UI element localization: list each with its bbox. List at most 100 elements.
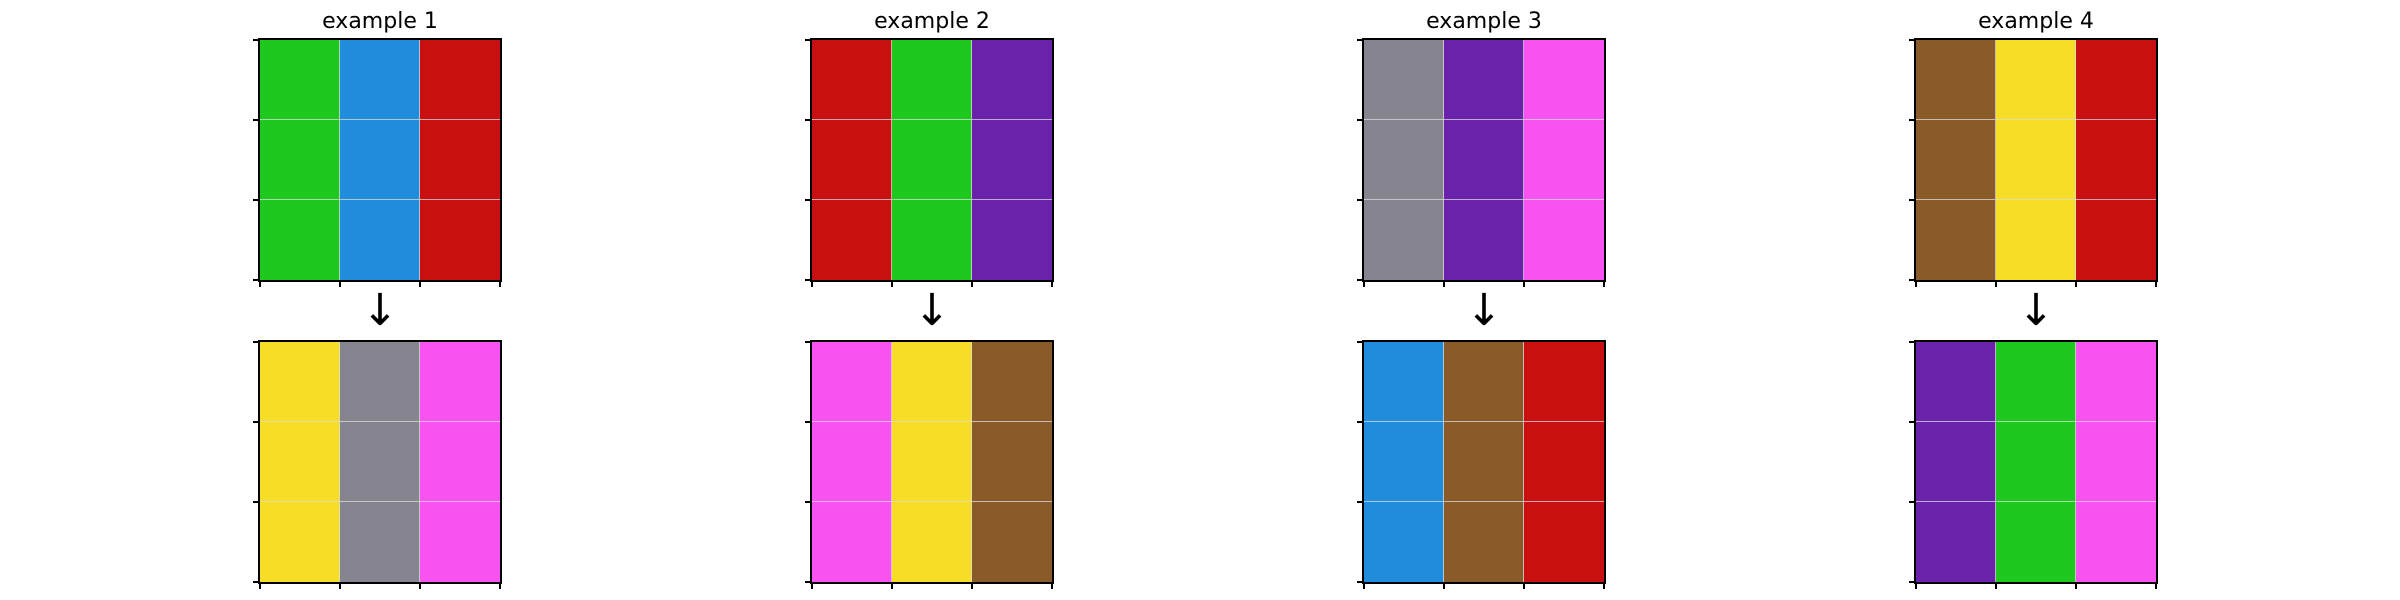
grid-cell-blue bbox=[340, 40, 420, 120]
x-axis-tick bbox=[811, 281, 813, 287]
grid-cell-yellow bbox=[260, 342, 340, 422]
y-axis-tick bbox=[1909, 581, 1915, 583]
grid-cell-purple bbox=[1444, 120, 1524, 200]
grid-cell-purple bbox=[972, 200, 1052, 280]
x-axis-tick bbox=[2075, 583, 2077, 589]
example-title: example 1 bbox=[322, 9, 438, 34]
example-title: example 3 bbox=[1426, 9, 1542, 34]
grid-cell-magenta bbox=[2076, 422, 2156, 502]
grid-cell-green bbox=[892, 40, 972, 120]
grid-cell-magenta bbox=[1524, 200, 1604, 280]
grid-cell-brown bbox=[1916, 40, 1996, 120]
x-axis-tick bbox=[499, 583, 501, 589]
example-panel-3: example 3 ↓ bbox=[1357, 0, 1606, 600]
y-axis-tick bbox=[1357, 199, 1363, 201]
input-grid bbox=[1357, 38, 1606, 287]
grid-cell-green bbox=[260, 200, 340, 280]
x-axis-tick bbox=[1915, 583, 1917, 589]
grid-cell-yellow bbox=[1996, 120, 2076, 200]
grid-cell-gray bbox=[1364, 120, 1444, 200]
down-arrow-icon: ↓ bbox=[1465, 285, 1503, 336]
grid-cell-blue bbox=[1364, 502, 1444, 582]
x-axis-tick bbox=[259, 583, 261, 589]
y-axis-tick bbox=[1909, 341, 1915, 343]
grid-cell-magenta bbox=[1524, 120, 1604, 200]
grid-cell-magenta bbox=[812, 422, 892, 502]
y-axis-tick bbox=[805, 341, 811, 343]
grid-cell-brown bbox=[1444, 342, 1524, 422]
grid-cell-brown bbox=[972, 342, 1052, 422]
output-grid bbox=[805, 340, 1054, 589]
grid-cell-magenta bbox=[2076, 502, 2156, 582]
grid-cell-purple bbox=[1444, 200, 1524, 280]
x-axis-tick bbox=[1443, 281, 1445, 287]
grid-cell-magenta bbox=[420, 342, 500, 422]
x-axis-tick bbox=[499, 281, 501, 287]
grid-cell-red bbox=[420, 200, 500, 280]
grid-cell-brown bbox=[1444, 422, 1524, 502]
grid-cell-magenta bbox=[420, 422, 500, 502]
y-axis-tick bbox=[1909, 279, 1915, 281]
grid-cell-yellow bbox=[892, 342, 972, 422]
y-axis-tick bbox=[805, 421, 811, 423]
down-arrow-icon: ↓ bbox=[913, 285, 951, 336]
grid-cell-purple bbox=[1916, 342, 1996, 422]
grid-cell-red bbox=[420, 120, 500, 200]
y-axis-tick bbox=[1357, 39, 1363, 41]
input-grid bbox=[805, 38, 1054, 287]
y-axis-tick bbox=[1357, 501, 1363, 503]
x-axis-tick bbox=[1051, 281, 1053, 287]
x-axis-tick bbox=[891, 281, 893, 287]
grid-cell-green bbox=[260, 120, 340, 200]
grid-cell-magenta bbox=[420, 502, 500, 582]
y-axis-tick bbox=[805, 119, 811, 121]
y-axis-tick bbox=[1357, 279, 1363, 281]
x-axis-tick bbox=[1995, 583, 1997, 589]
grid-cell-purple bbox=[1916, 502, 1996, 582]
input-grid bbox=[1909, 38, 2158, 287]
y-axis-tick bbox=[1909, 39, 1915, 41]
x-axis-tick bbox=[811, 583, 813, 589]
x-axis-tick bbox=[1523, 583, 1525, 589]
x-axis-tick bbox=[419, 583, 421, 589]
grid-cell-red bbox=[812, 120, 892, 200]
grid-cell-purple bbox=[1444, 40, 1524, 120]
example-panel-1: example 1 ↓ bbox=[253, 0, 502, 600]
y-axis-tick bbox=[805, 199, 811, 201]
x-axis-tick bbox=[2155, 281, 2157, 287]
y-axis-tick bbox=[805, 39, 811, 41]
y-axis-tick bbox=[253, 199, 259, 201]
grid-cell-blue bbox=[340, 200, 420, 280]
down-arrow-icon: ↓ bbox=[361, 285, 399, 336]
y-axis-tick bbox=[253, 421, 259, 423]
grid-cell-green bbox=[260, 40, 340, 120]
x-axis-tick bbox=[1603, 583, 1605, 589]
grid-cell-red bbox=[2076, 200, 2156, 280]
output-grid bbox=[1909, 340, 2158, 589]
y-axis-tick bbox=[805, 581, 811, 583]
grid-cell-green bbox=[1996, 422, 2076, 502]
grid-cell-brown bbox=[972, 422, 1052, 502]
grid-cell-purple bbox=[972, 40, 1052, 120]
x-axis-tick bbox=[2075, 281, 2077, 287]
y-axis-tick bbox=[253, 279, 259, 281]
grid-cell-magenta bbox=[812, 342, 892, 422]
output-grid bbox=[1357, 340, 1606, 589]
x-axis-tick bbox=[259, 281, 261, 287]
x-axis-tick bbox=[1051, 583, 1053, 589]
input-grid bbox=[253, 38, 502, 287]
grid-cell-green bbox=[1996, 502, 2076, 582]
x-axis-tick bbox=[971, 583, 973, 589]
grid-cell-red bbox=[2076, 120, 2156, 200]
grid-cell-red bbox=[812, 40, 892, 120]
x-axis-tick bbox=[891, 583, 893, 589]
y-axis-tick bbox=[805, 501, 811, 503]
x-axis-tick bbox=[1443, 583, 1445, 589]
grid-cell-blue bbox=[340, 120, 420, 200]
grid-cell-yellow bbox=[1996, 40, 2076, 120]
grid-cell-green bbox=[892, 120, 972, 200]
y-axis-tick bbox=[253, 581, 259, 583]
y-axis-tick bbox=[1357, 421, 1363, 423]
grid-cell-gray bbox=[340, 422, 420, 502]
down-arrow-icon: ↓ bbox=[2017, 285, 2055, 336]
